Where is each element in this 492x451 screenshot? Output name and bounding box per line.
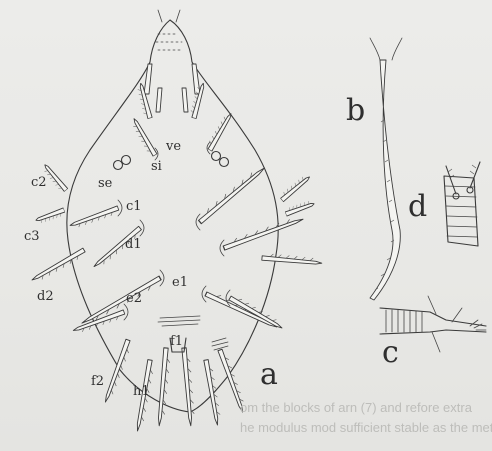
panel-d-segment — [444, 162, 480, 246]
label-h1: h1 — [133, 385, 150, 398]
label-c2: c2 — [31, 176, 47, 189]
bleed-through-line-2: he modulus mod sufficient stable as the … — [240, 420, 492, 435]
label-e1: e1 — [172, 276, 188, 289]
bothria — [114, 152, 229, 170]
panel-label-a: a — [260, 360, 278, 390]
panel-b-seta — [370, 38, 402, 300]
label-si: si — [151, 160, 162, 173]
label-d1: d1 — [125, 238, 142, 251]
posterior-plate — [158, 316, 228, 352]
label-ve: ve — [166, 140, 181, 153]
bleed-through-line-1: om the blocks of arn (7) and refore extr… — [240, 400, 492, 415]
label-c3: c3 — [24, 230, 40, 243]
label-c1: c1 — [126, 200, 142, 213]
label-d2: d2 — [37, 290, 54, 303]
label-f1: f1 — [170, 335, 183, 348]
label-se: se — [98, 177, 112, 190]
panel-label-c: c — [382, 338, 399, 368]
palps — [144, 64, 200, 112]
dorsal-setae — [31, 82, 322, 432]
label-e2: e2 — [126, 292, 142, 305]
label-f2: f2 — [91, 375, 104, 388]
panel-label-d: d — [408, 192, 427, 222]
panel-label-b: b — [346, 96, 365, 126]
